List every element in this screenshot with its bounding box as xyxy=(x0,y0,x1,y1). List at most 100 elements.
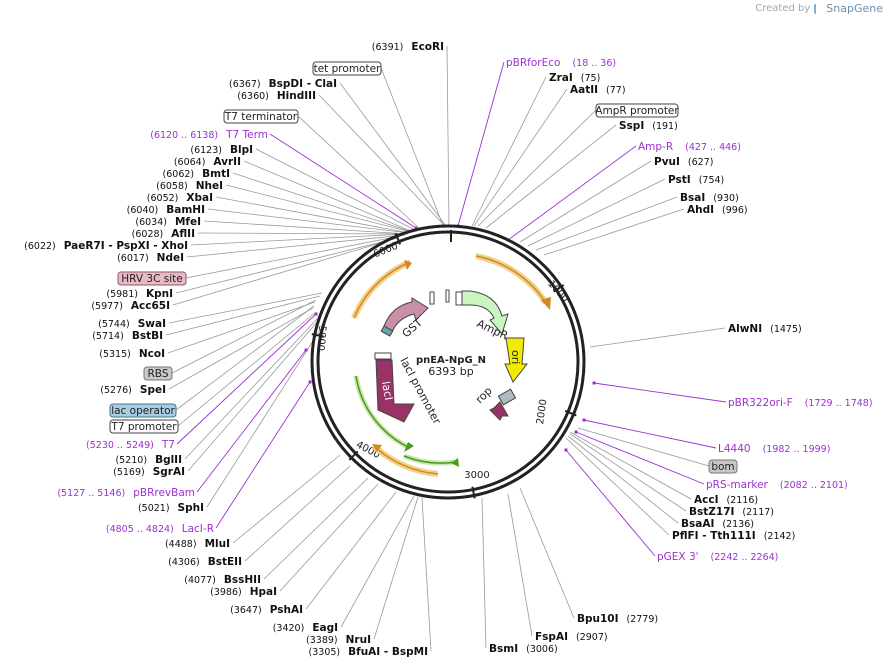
site-leader-line xyxy=(421,497,432,652)
feature-ampr xyxy=(461,290,509,336)
site-label-bsaai: BsaAI(2136) xyxy=(681,518,754,530)
feature-box-t7-terminator xyxy=(223,109,299,124)
site-label-acci: AccI(2116) xyxy=(694,494,758,506)
site-label-bsmi: BsmI(3006) xyxy=(489,643,558,655)
feature-box-leader-line xyxy=(477,109,597,227)
feature-box-label-lac-operator: lac operator xyxy=(111,405,175,417)
orange-arc-gst-core xyxy=(353,261,411,319)
ruler-tick-label: 2000 xyxy=(535,398,549,425)
site-label-bspdi-clai: (6367)BspDI - ClaI xyxy=(229,78,337,90)
site-leader-line xyxy=(471,76,547,227)
feature-box-t7-promoter xyxy=(109,419,179,434)
site-label-kpni: (5981)KpnI xyxy=(106,288,173,300)
site-leader-line xyxy=(187,320,319,472)
ruler-tick xyxy=(311,333,324,338)
site-label-ncoi: (5315)NcoI xyxy=(99,348,165,360)
green-arc-laci-left-core xyxy=(355,375,411,449)
site-leader-line xyxy=(565,437,670,536)
site-label-hindiii: (6360)HindIII xyxy=(237,90,316,102)
feature-box-hrv-3c-site xyxy=(117,271,187,286)
primer-leader-line xyxy=(575,431,705,485)
feature-ampr-promoter-box xyxy=(455,291,463,306)
primer-label-t7-term: (6120 .. 6138)T7 Term xyxy=(150,129,268,141)
ruler-tick xyxy=(553,284,565,293)
site-label-bglii: (5210)BglII xyxy=(115,454,182,466)
green-arc-laci-left-head xyxy=(404,442,414,452)
feature-label-laci: lacI xyxy=(379,380,395,401)
site-leader-line xyxy=(215,196,411,234)
site-leader-line xyxy=(206,329,321,508)
site-label-aatii: AatII(77) xyxy=(570,84,626,96)
primer-marker xyxy=(574,430,578,434)
ruler-tick xyxy=(471,486,476,499)
backbone-inner-ring xyxy=(316,230,580,494)
site-label-sphi: (5021)SphI xyxy=(138,502,204,514)
backbone-outer-ring xyxy=(310,224,586,500)
site-label-ahdi: AhdI(996) xyxy=(687,204,748,216)
site-leader-line xyxy=(318,94,446,227)
orange-arc-laci-core xyxy=(373,445,439,475)
leader-lines xyxy=(165,45,727,652)
site-label-pflfi-tth111i: PflFI - Tth111I(2142) xyxy=(672,530,795,542)
marker-tet-promoter xyxy=(445,289,450,303)
feature-box-leader-line xyxy=(171,299,317,374)
green-arc-laci-bottom-head xyxy=(451,458,459,467)
site-label-zrai: ZraI(75) xyxy=(549,72,600,84)
primer-leader-line xyxy=(196,349,307,493)
site-leader-line xyxy=(279,483,379,592)
site-leader-line xyxy=(507,493,533,637)
site-label-acc65i: (5977)Acc65I xyxy=(91,300,170,312)
site-leader-line xyxy=(232,172,413,233)
site-leader-line xyxy=(305,491,397,610)
feature-box-leader-line xyxy=(185,235,401,279)
site-label-hpai: (3986)HpaI xyxy=(210,586,277,598)
feature-label-gst: GST xyxy=(400,316,426,340)
site-label-eagi: (3420)EagI xyxy=(273,622,338,634)
site-leader-line xyxy=(567,435,679,524)
primer-leader-line xyxy=(457,61,505,227)
site-leader-line xyxy=(473,88,568,227)
plasmid-length: 6393 bp xyxy=(428,365,473,378)
feature-box-label-bom: bom xyxy=(711,461,734,473)
site-leader-line xyxy=(481,497,487,649)
credit-brand: SnapGene xyxy=(826,2,883,15)
site-label-mlui: (4488)MluI xyxy=(165,538,230,550)
ruler-tick-label: 3000 xyxy=(464,470,489,481)
primer-label-l4440: L4440(1982 .. 1999) xyxy=(718,443,830,455)
site-label-bstz17i: BstZ17I(2117) xyxy=(689,506,774,518)
orange-arc-ampr-head xyxy=(541,297,551,310)
site-leader-line xyxy=(569,433,687,512)
site-leader-line xyxy=(186,234,406,258)
site-leader-line xyxy=(175,237,399,294)
site-leader-line xyxy=(373,496,419,640)
marker-t7-terminator xyxy=(429,291,435,305)
feature-rop-arrow xyxy=(489,401,509,421)
orange-arc-ampr-core xyxy=(475,255,547,304)
site-leader-line xyxy=(197,232,408,235)
site-label-psti: PstI(754) xyxy=(668,174,724,186)
feature-box-label-rbs: RBS xyxy=(148,368,169,380)
site-leader-line xyxy=(243,160,414,233)
primer-label-pbrforeco: pBRforEco(18 .. 36) xyxy=(506,57,616,69)
ruler-tick-label: 5000 xyxy=(314,325,327,351)
site-leader-line xyxy=(485,124,617,229)
primer-leader-line xyxy=(269,133,417,229)
feature-box-label-t7-promoter: T7 promoter xyxy=(110,421,177,433)
primer-leader-line xyxy=(507,145,637,241)
primer-label-laci-r: (4805 .. 4824)LacI-R xyxy=(106,523,214,535)
site-label-ecori: (6391)EcoRI xyxy=(372,41,444,53)
site-leader-line xyxy=(168,292,323,324)
primer-label-t7: (5230 .. 5249)T7 xyxy=(86,439,175,451)
site-label-swai: (5744)SwaI xyxy=(98,318,166,330)
site-leader-line xyxy=(340,495,415,628)
primer-marker xyxy=(582,418,586,422)
feature-box-leader-line xyxy=(577,427,710,467)
feature-box-lac-operator xyxy=(109,403,177,418)
site-leader-line xyxy=(519,487,575,619)
feature-box-leader-line xyxy=(297,115,421,230)
site-leader-line xyxy=(589,327,726,348)
site-label-sgrai: (5169)SgrAI xyxy=(113,466,185,478)
feature-laci xyxy=(375,359,415,423)
feature-box-rbs xyxy=(143,366,173,381)
site-label-aflii: (6028)AflII xyxy=(132,228,195,240)
